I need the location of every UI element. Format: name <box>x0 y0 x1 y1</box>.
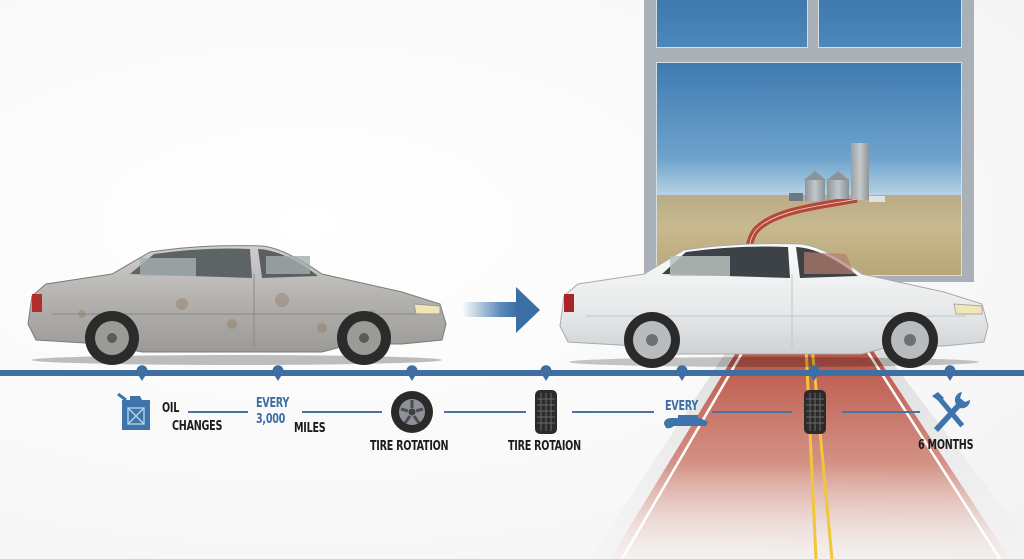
transformation-arrow-icon <box>462 287 540 333</box>
connector-line <box>842 411 920 413</box>
label-miles: MILES <box>294 421 326 436</box>
wheel-icon <box>391 391 433 433</box>
connector-line <box>572 411 654 413</box>
wiper-blade-icon <box>664 415 708 429</box>
connector-line <box>712 411 792 413</box>
timeline-pin <box>808 365 820 381</box>
silo-left <box>805 179 825 201</box>
label-tire-rotation: TIRE ROTATION <box>370 439 449 454</box>
window-pane-top-right <box>818 0 962 48</box>
tire-tread-icon <box>535 390 557 434</box>
label-oil: OIL <box>162 401 180 416</box>
timeline-pin <box>540 365 552 381</box>
timeline-pin <box>272 365 284 381</box>
wrench-screwdriver-icon <box>932 392 971 432</box>
label-6-months: 6 MONTHS <box>918 438 974 453</box>
silo-right <box>827 179 849 201</box>
connector-line <box>302 411 382 413</box>
clean-car <box>556 242 992 368</box>
timeline-pin <box>944 365 956 381</box>
connector-line <box>444 411 526 413</box>
grain-elevator <box>851 143 869 200</box>
label-tire-rotaion: TIRE ROTAION <box>508 439 581 454</box>
label-changes: CHANGES <box>172 419 223 434</box>
road-perspective <box>590 346 1024 559</box>
timeline-pin <box>406 365 418 381</box>
front-wheel <box>337 311 391 365</box>
timeline-pin <box>136 365 148 381</box>
label-every-2: EVERY <box>665 399 699 414</box>
window-pane-top-left <box>656 0 808 48</box>
worn-car <box>22 244 452 366</box>
label-every: EVERY <box>256 396 290 411</box>
tire-tread-icon <box>804 390 826 434</box>
rear-wheel <box>85 311 139 365</box>
label-3000: 3,000 <box>256 412 286 427</box>
maintenance-timeline <box>0 370 1024 376</box>
connector-line <box>188 411 248 413</box>
fuel-can-icon <box>117 392 150 430</box>
timeline-pin <box>676 365 688 381</box>
front-wheel <box>882 312 938 368</box>
rear-wheel <box>624 312 680 368</box>
window-frame <box>644 0 974 282</box>
